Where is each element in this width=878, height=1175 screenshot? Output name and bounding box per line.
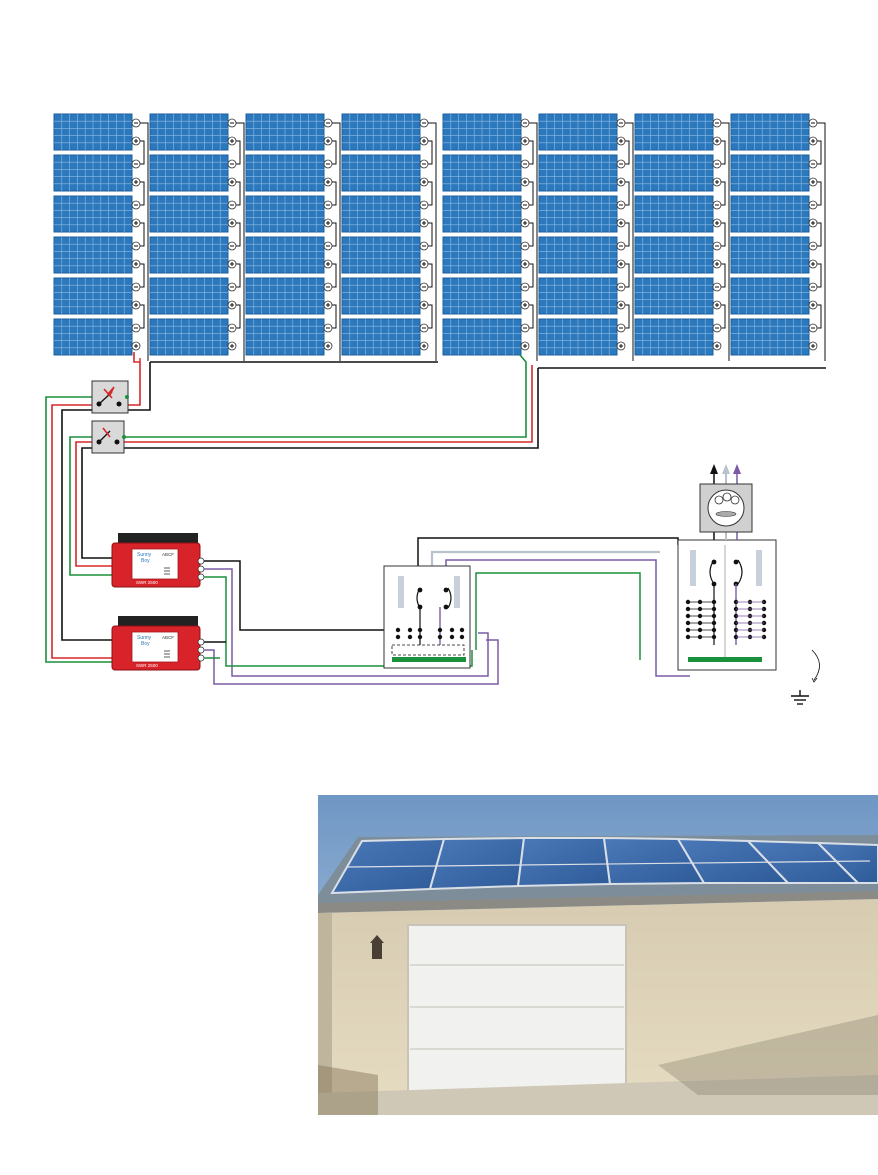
solar-module xyxy=(149,277,237,315)
solar-module xyxy=(245,277,333,315)
solar-module xyxy=(538,318,626,356)
solar-module xyxy=(245,318,333,356)
solar-array-6 xyxy=(538,113,634,361)
solar-module xyxy=(53,236,141,274)
solar-module xyxy=(53,277,141,315)
solar-module xyxy=(634,236,722,274)
solar-module xyxy=(538,236,626,274)
solar-module xyxy=(538,113,626,151)
solar-array-3 xyxy=(245,113,341,361)
solar-module xyxy=(53,154,141,192)
solar-module xyxy=(341,236,429,274)
solar-module xyxy=(634,195,722,233)
solar-module xyxy=(245,236,333,274)
solar-module xyxy=(149,236,237,274)
solar-module xyxy=(442,277,530,315)
ground-icon xyxy=(791,649,820,705)
solar-module xyxy=(634,277,722,315)
solar-module xyxy=(245,195,333,233)
solar-array-5 xyxy=(442,113,538,361)
solar-module xyxy=(730,277,818,315)
solar-module xyxy=(634,113,722,151)
inverter-1-brand-top: Sunny xyxy=(137,552,152,558)
dc-disconnect-2 xyxy=(91,420,126,454)
inverter-2-brand-top: Sunny xyxy=(137,635,152,641)
roof-panels xyxy=(330,836,878,895)
wall-lamp xyxy=(370,935,384,959)
solar-array-4 xyxy=(341,113,437,361)
garage-door xyxy=(407,924,627,1094)
inverter-2-model: SWR 2500 xyxy=(136,663,158,668)
solar-module xyxy=(149,318,237,356)
solar-module xyxy=(53,318,141,356)
inverter-2-brand-bottom: Boy xyxy=(141,641,150,647)
solar-module xyxy=(634,318,722,356)
solar-module xyxy=(149,154,237,192)
solar-module xyxy=(730,113,818,151)
solar-module xyxy=(730,154,818,192)
solar-module xyxy=(538,195,626,233)
solar-module xyxy=(634,154,722,192)
dc-wiring xyxy=(45,352,539,663)
solar-module xyxy=(245,154,333,192)
solar-module xyxy=(538,154,626,192)
house-roof-photo xyxy=(318,795,878,1115)
inverter-1-tag: ABCF xyxy=(162,552,174,557)
solar-module xyxy=(341,195,429,233)
solar-module xyxy=(730,318,818,356)
inverter-2-tag: ABCF xyxy=(162,635,174,640)
solar-module xyxy=(149,113,237,151)
solar-module xyxy=(341,113,429,151)
utility-meter-icon xyxy=(699,464,753,540)
inverter-1: Sunny Boy ABCF SWR 2500 xyxy=(111,533,205,588)
solar-module xyxy=(245,113,333,151)
solar-module xyxy=(149,195,237,233)
dc-disconnect-1 xyxy=(91,380,129,414)
solar-module xyxy=(442,318,530,356)
sub-panel xyxy=(383,565,471,669)
solar-module xyxy=(730,236,818,274)
solar-array-1 xyxy=(53,113,149,361)
solar-module xyxy=(442,236,530,274)
solar-module xyxy=(730,195,818,233)
solar-module xyxy=(442,113,530,151)
solar-module xyxy=(53,113,141,151)
main-panel xyxy=(677,539,777,671)
solar-module xyxy=(538,277,626,315)
inverter-1-brand-bottom: Boy xyxy=(141,558,150,564)
solar-array-2 xyxy=(149,113,245,361)
solar-array-7 xyxy=(634,113,730,361)
solar-module xyxy=(442,154,530,192)
ac-wiring xyxy=(204,537,690,685)
solar-module xyxy=(341,318,429,356)
solar-module xyxy=(341,277,429,315)
solar-module xyxy=(341,154,429,192)
solar-array-8 xyxy=(730,113,826,361)
solar-wiring-diagram: Sunny Boy ABCF SWR 2500 Sunny Boy ABCF S… xyxy=(45,113,826,705)
inverter-1-model: SWR 2500 xyxy=(136,580,158,585)
solar-module xyxy=(442,195,530,233)
solar-module xyxy=(53,195,141,233)
inverter-2: Sunny Boy ABCF SWR 2500 xyxy=(111,616,205,671)
